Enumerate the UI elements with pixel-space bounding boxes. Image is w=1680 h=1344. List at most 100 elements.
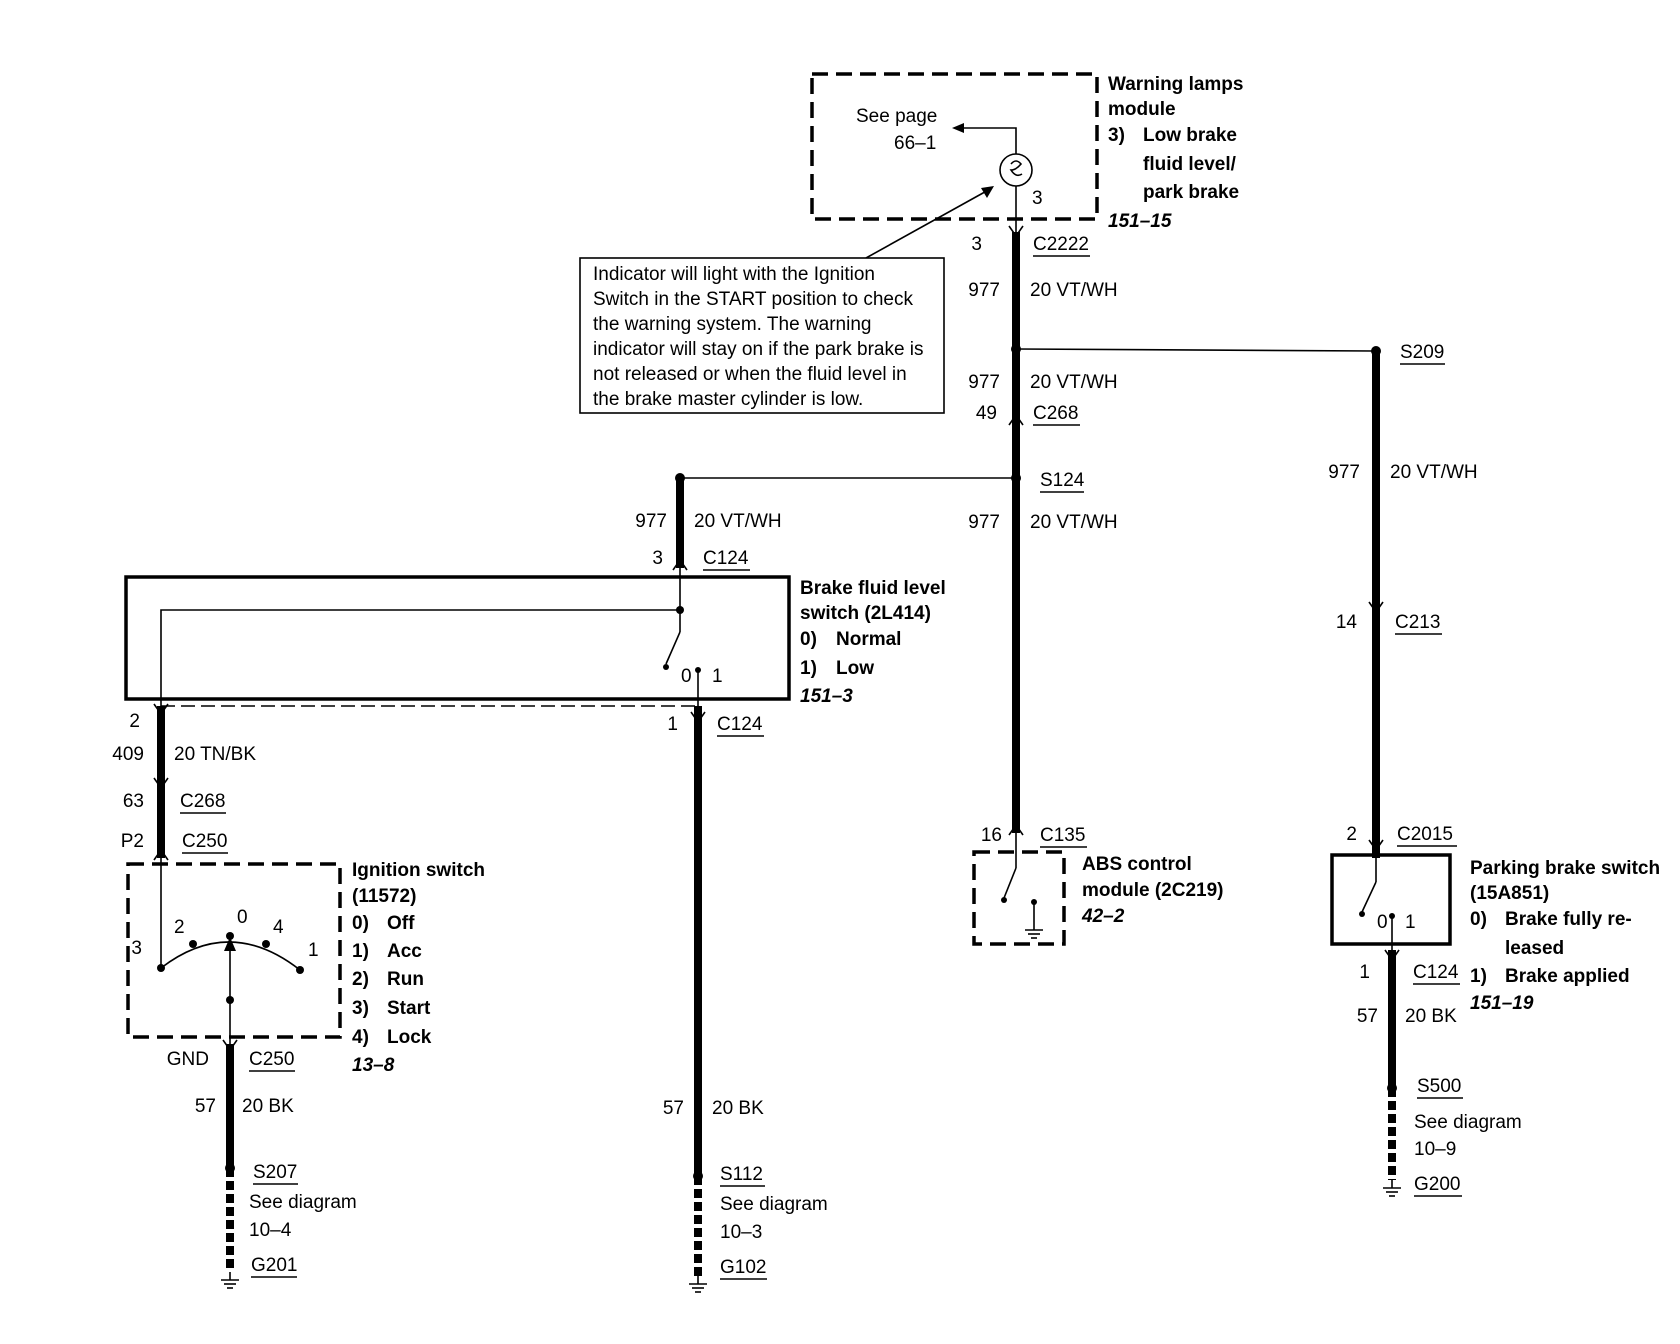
wire-gauge-color: 20 VT/WH <box>694 511 782 532</box>
c250-connector-icon <box>153 848 169 861</box>
link-to-s209 <box>1015 348 1375 352</box>
function-label-2: fluid level/ <box>1143 154 1237 175</box>
s207-label: S207 <box>253 1162 297 1183</box>
function-number: 3) <box>1108 125 1125 146</box>
note-line-5: not released or when the fluid level in <box>593 364 907 385</box>
wire-gauge-color: 20 VT/WH <box>1030 280 1118 301</box>
wire-gauge-color: 20 TN/BK <box>174 744 256 765</box>
gnd-connector-label: C250 <box>249 1049 294 1070</box>
s209-label: S209 <box>1400 342 1444 363</box>
position-number: 2) <box>352 969 369 990</box>
note-line-2: Switch in the START position to check <box>593 289 913 310</box>
switch-pos-0: 0 <box>681 666 692 687</box>
fluid-contact-icon <box>665 631 681 665</box>
c2015-pin: 2 <box>1346 824 1357 845</box>
c268-pin: 49 <box>976 403 997 424</box>
c135-label: C135 <box>1040 825 1085 846</box>
circuit-number: 57 <box>663 1098 684 1119</box>
abs-contact-icon <box>1003 867 1017 899</box>
c135-pin: 16 <box>981 825 1002 846</box>
see-diagram-number: 10–9 <box>1414 1139 1456 1160</box>
ground-icon <box>688 1275 708 1293</box>
brake-fluid-switch: 977 20 VT/WH 3 C124 0 1 Brake fluid leve… <box>124 473 946 737</box>
wire-gauge-color: 20 VT/WH <box>1390 462 1478 483</box>
position-number: 3) <box>352 998 369 1019</box>
ignition-rotor-arrow-icon <box>224 937 236 951</box>
warning-module-outline <box>810 72 1099 221</box>
switch-pos-1: 1 <box>1405 912 1416 933</box>
position-label-2: leased <box>1505 938 1564 959</box>
c124-bot-pin: 1 <box>667 714 678 735</box>
ignition-pos-3: 3 <box>131 938 142 959</box>
module-name-2: module <box>1108 99 1176 120</box>
gnd-pin: GND <box>167 1049 209 1070</box>
c2222-pin: 3 <box>971 234 982 255</box>
see-diagram-label: See diagram <box>1414 1112 1522 1133</box>
c213-pin: 14 <box>1336 612 1358 633</box>
c124-bot-label: C124 <box>717 714 763 735</box>
note-arrow-icon <box>981 186 994 198</box>
wire-gauge-color: 20 BK <box>1405 1006 1457 1027</box>
ignition-pos-0: 0 <box>237 907 248 928</box>
note-line-1: Indicator will light with the Ignition <box>593 264 875 285</box>
ground-icon <box>220 1271 240 1289</box>
ground-icon <box>1382 1179 1402 1197</box>
switch-pos-1: 1 <box>712 666 723 687</box>
position-label: Acc <box>387 941 422 962</box>
c135-connector-icon <box>1008 823 1024 836</box>
left-branch: 409 20 TN/BK 63 C268 P2 C250 3 2 0 4 1 I… <box>112 703 485 1289</box>
c124-connector-icon <box>1384 949 1400 962</box>
s124-label: S124 <box>1040 470 1085 491</box>
s112-dot <box>693 1171 703 1181</box>
fluid-switch-outline <box>124 575 791 701</box>
circuit-number: 57 <box>195 1096 216 1117</box>
s500-dot <box>1387 1083 1397 1093</box>
g102-label: G102 <box>720 1257 766 1278</box>
c124-bot-connector-icon <box>690 711 706 724</box>
ignition-code: (11572) <box>352 886 416 907</box>
c2015-connector-icon <box>1368 839 1384 852</box>
circuit-number: 977 <box>1328 462 1360 483</box>
wire-gauge-color: 20 BK <box>242 1096 294 1117</box>
see-diagram-label: See diagram <box>720 1194 828 1215</box>
c2222-connector-icon <box>1008 225 1024 238</box>
position-number: 0) <box>800 629 817 650</box>
circuit-number: 977 <box>968 512 1000 533</box>
lamp-pin: 3 <box>1032 188 1043 209</box>
s112-label: S112 <box>720 1164 763 1185</box>
circuit-number: 977 <box>635 511 667 532</box>
parking-switch-code: (15A851) <box>1470 883 1549 904</box>
lamp-filament-icon <box>1009 160 1023 177</box>
see-page-arrow-icon <box>952 123 964 133</box>
circuit-number: 977 <box>968 372 1000 393</box>
position-label: Start <box>387 998 431 1019</box>
c213-connector-icon <box>1368 601 1384 614</box>
c250-pin: P2 <box>121 831 144 852</box>
position-number: 1) <box>352 941 369 962</box>
position-label: Run <box>387 969 424 990</box>
position-label: Brake fully re- <box>1505 909 1632 930</box>
c124-top-connector-icon <box>672 558 688 571</box>
note-line-3: the warning system. The warning <box>593 314 871 335</box>
parking-switch-name: Parking brake switch <box>1470 858 1660 879</box>
position-number: 0) <box>352 913 369 934</box>
circuit-number: 57 <box>1357 1006 1378 1027</box>
note-box <box>579 257 945 414</box>
see-diagram-number: 10–4 <box>249 1220 292 1241</box>
c2015-label: C2015 <box>1397 824 1453 845</box>
right-branch: S209 977 20 VT/WH 14 C213 2 C2015 0 1 1 … <box>1328 342 1660 1197</box>
position-label: Normal <box>836 629 901 650</box>
see-diagram-label: See diagram <box>249 1192 357 1213</box>
c124-top-pin: 3 <box>652 548 663 569</box>
c213-label: C213 <box>1395 612 1440 633</box>
switch-contact-icon <box>1361 881 1377 913</box>
module-ref: 151–15 <box>1108 211 1172 232</box>
indicator-lamp-icon <box>999 153 1033 187</box>
fluid-switch-name: Brake fluid level <box>800 578 946 599</box>
fluid-left-pin: 2 <box>129 711 140 732</box>
circuit-number: 977 <box>968 280 1000 301</box>
position-number: 1) <box>800 658 817 679</box>
gnd-connector-icon <box>222 1039 238 1052</box>
note-line-6: the brake master cylinder is low. <box>593 389 863 410</box>
